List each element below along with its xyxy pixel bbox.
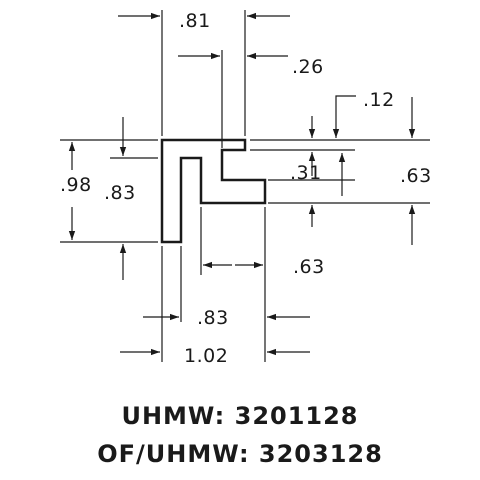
dim-label-012: .12 <box>363 89 395 111</box>
of-uhmw-part-number: OF/UHMW: 3203128 <box>97 440 383 468</box>
dim-label-031: .31 <box>290 162 322 184</box>
dim-label-083-bottom: .83 <box>197 307 229 329</box>
dim-label-081: .81 <box>179 10 211 32</box>
dim-label-026: .26 <box>292 56 324 78</box>
dim-label-063-bottom: .63 <box>293 256 325 278</box>
dim-label-098: .98 <box>60 174 92 196</box>
dim-label-102: 1.02 <box>184 345 228 367</box>
profile-outline <box>160 138 267 244</box>
uhmw-part-number: UHMW: 3201128 <box>121 402 359 430</box>
dim-label-083-left: .83 <box>104 182 136 204</box>
dim-label-063-right: .63 <box>400 165 432 187</box>
